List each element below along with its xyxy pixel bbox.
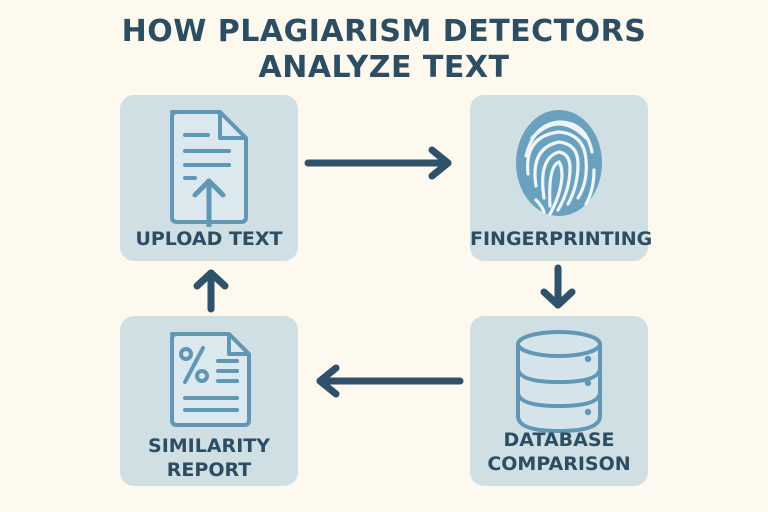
title-line-2: ANALYZE TEXT [258,50,510,85]
step-label: FINGERPRINTING [470,228,653,250]
step-label: SIMILARITY REPORT [120,434,298,482]
diagram-title: HOW PLAGIARISM DETECTORS ANALYZE TEXT [0,14,768,86]
percent-report-icon [170,332,251,427]
step-label-line-2: COMPARISON [487,453,631,475]
step-label-line-2: REPORT [166,459,252,481]
arrow-down-icon [540,264,576,309]
database-icon [516,330,602,434]
step-upload-text: UPLOAD TEXT [120,95,298,261]
step-label: UPLOAD TEXT [135,228,283,250]
step-similarity-report: SIMILARITY REPORT [120,316,298,486]
document-upload-icon [170,110,248,227]
arrow-right-icon [304,146,452,180]
arrow-up-icon [193,269,229,313]
step-label-line-1: DATABASE [503,429,615,451]
fingerprint-icon [516,110,602,216]
step-database-comparison: DATABASE COMPARISON [470,316,648,486]
title-line-1: HOW PLAGIARISM DETECTORS [121,14,647,49]
step-fingerprinting: FINGERPRINTING [470,95,653,261]
step-label: DATABASE COMPARISON [470,428,648,476]
step-label-line-1: SIMILARITY [148,435,270,457]
arrow-left-icon [316,364,464,398]
